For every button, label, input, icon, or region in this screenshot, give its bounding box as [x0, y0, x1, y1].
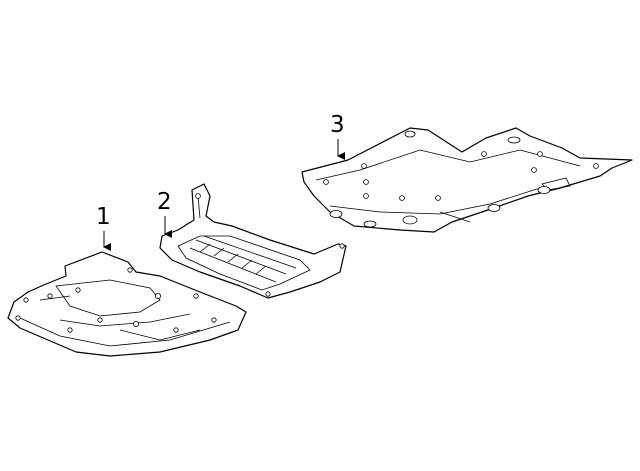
callout-3: 3 — [330, 112, 345, 138]
callout-1: 1 — [96, 204, 111, 230]
callout-2: 2 — [157, 189, 172, 215]
part-1-front-under-cover — [7, 251, 247, 357]
part-3-rear-under-cover — [301, 127, 633, 233]
part-2-skid-plate — [159, 183, 347, 299]
